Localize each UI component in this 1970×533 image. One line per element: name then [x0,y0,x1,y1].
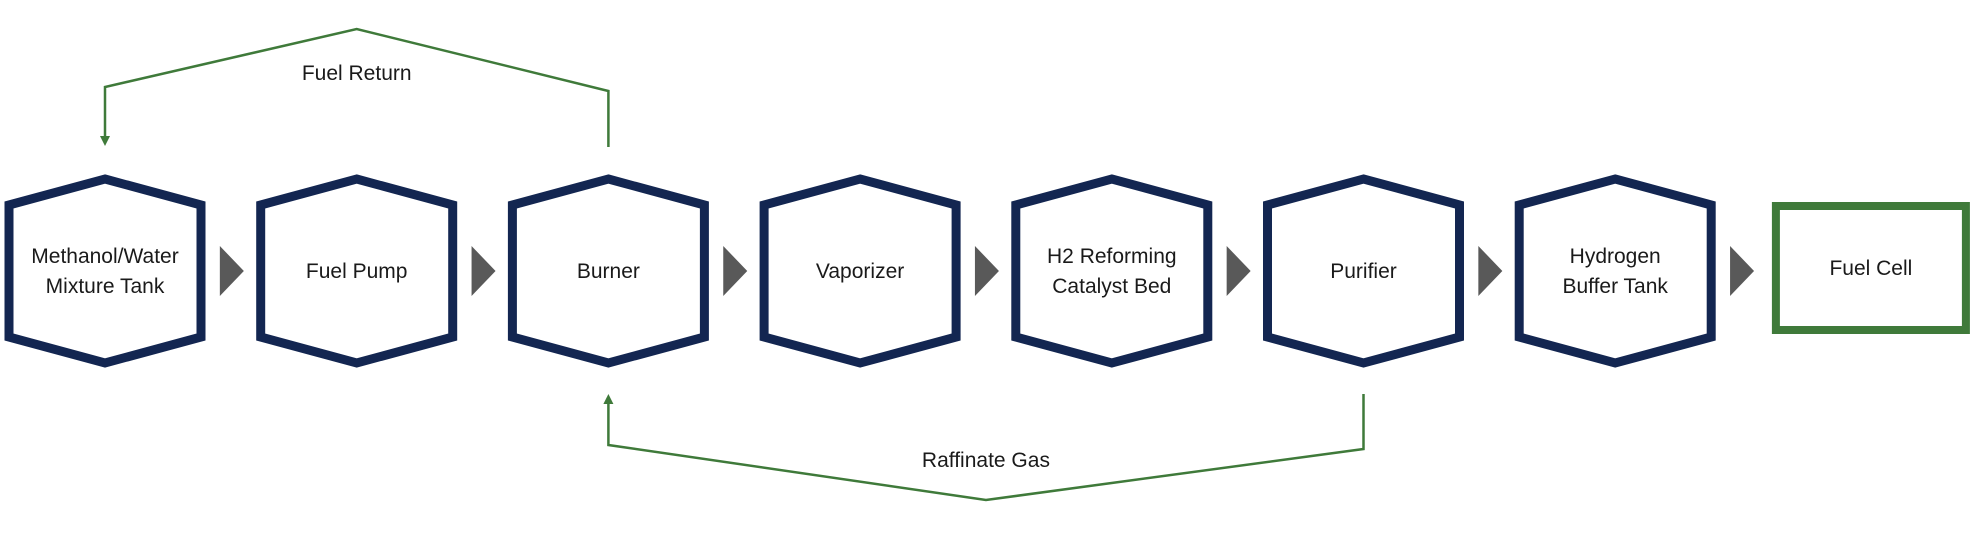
node-label: Mixture Tank [46,275,165,298]
node-pump: Fuel Pump [256,174,458,368]
return-label: Fuel Return [302,62,412,85]
node-label: Buffer Tank [1562,275,1668,298]
flow-arrow [1730,246,1755,296]
node-label: Vaporizer [816,260,904,283]
node-purifier: Purifier [1263,174,1464,368]
hexagon-shape [507,174,709,368]
node-fuelcell: Fuel Cell [1771,202,1970,334]
hexagon-shape [256,174,458,368]
node-label: Fuel Cell [1829,257,1912,280]
rectangle-shape [1771,202,1970,334]
node-label: Burner [577,260,640,283]
hexagon-shape [1514,174,1716,368]
node-label: Methanol/Water [31,245,178,268]
hexagon-shape [759,174,961,368]
hexagon-shape [1263,174,1464,368]
node-label: Hydrogen [1570,245,1661,268]
node-label: Purifier [1330,260,1397,283]
node-label: H2 Reforming [1047,245,1177,268]
node-label: Catalyst Bed [1052,275,1171,298]
flow-arrow [723,246,748,296]
node-burner: Burner [507,174,709,368]
hexagon-shape [4,174,206,368]
node-label: Fuel Pump [306,260,408,283]
flow-arrow [471,246,496,296]
flow-arrow [974,246,999,296]
flow-arrow [1478,246,1503,296]
return-fuel-return: Fuel Return [100,27,610,147]
flow-arrows [219,246,1755,296]
return-line [603,394,1365,502]
flow-arrow [219,246,244,296]
return-line [100,27,610,147]
flow-arrow [1226,246,1251,296]
return-label: Raffinate Gas [922,449,1050,472]
hexagon-shape [1011,174,1213,368]
node-vaporizer: Vaporizer [759,174,961,368]
return-raffinate-gas: Raffinate Gas [603,394,1365,502]
